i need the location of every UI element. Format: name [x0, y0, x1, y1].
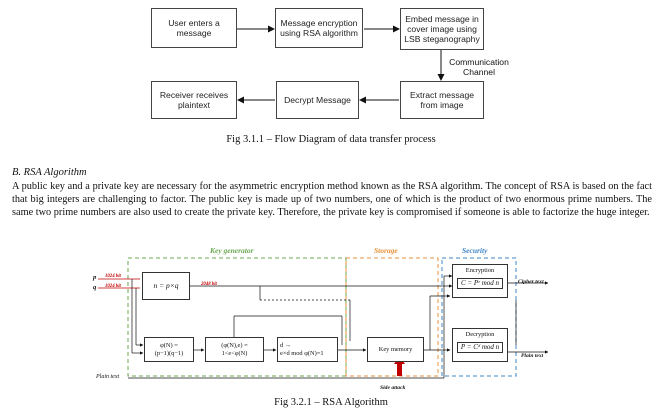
label-p-bits: 1024 bit [105, 274, 121, 279]
flow-box-extract: Extract message from image [400, 81, 484, 119]
phi-line1: φ(N) = [160, 342, 178, 349]
side-attack-arrow [397, 362, 402, 376]
box-d: d → e×d mod φ(N)=1 [277, 337, 338, 362]
label-cipher-text: Cipher text [518, 279, 544, 285]
flow-box-receiver: Receiver receives plaintext [151, 81, 237, 119]
phi-line2: (p−1)(q−1) [154, 349, 184, 357]
e-line1: (φ(N),e) = [221, 342, 248, 349]
label-side-attack: Side attack [380, 385, 406, 391]
box-decryption: Decryption P = Cᵈ mod n [452, 328, 508, 362]
encryption-title: Encryption [465, 267, 495, 274]
flow-label-channel: Communication Channel [449, 57, 509, 77]
key-memory-text: Key memory [378, 345, 413, 353]
label-storage: Storage [374, 246, 398, 255]
decryption-title: Decryption [465, 331, 495, 338]
flow-diagram [237, 25, 445, 104]
label-plain-text-out: Plain text [521, 353, 544, 359]
d-line2: e×d mod φ(N)=1 [280, 349, 324, 357]
flow-caption: Fig 3.1.1 – Flow Diagram of data transfe… [226, 134, 436, 145]
label-q: q [93, 284, 97, 291]
box-encryption: Encryption C = Pᵉ mod n [452, 264, 508, 298]
storage-region [345, 257, 439, 377]
box-key-memory: Key memory [367, 337, 424, 362]
label-plain-text-in: Plain text [96, 374, 120, 380]
box-n-formula: n = p×q [142, 272, 190, 300]
label-n-bits: 2048 bit [201, 282, 217, 287]
rsa-caption: Fig 3.2.1 – RSA Algorithm [274, 397, 388, 408]
label-key-generator: Key generator [210, 246, 254, 255]
section-paragraph: A public key and a private key are neces… [12, 181, 652, 219]
flow-box-decrypt: Decrypt Message [276, 81, 359, 119]
section-heading: B. RSA Algorithm [12, 167, 87, 178]
label-p: p [93, 274, 97, 281]
label-q-bits: 1024 bit [105, 284, 121, 289]
flow-box-embed: Embed message in cover image using LSB s… [400, 8, 484, 50]
n-formula-text: n = p×q [153, 281, 179, 291]
box-e: (φ(N),e) = 1<e<φ(N) [205, 337, 264, 362]
encryption-formula: C = Pᵉ mod n [456, 277, 504, 289]
decryption-formula: P = Cᵈ mod n [456, 341, 504, 353]
e-line2: 1<e<φ(N) [221, 349, 248, 357]
d-line1: d → [280, 342, 292, 349]
box-phi: φ(N) = (p−1)(q−1) [144, 337, 194, 362]
flow-box-user-enters: User enters a message [151, 8, 237, 48]
flow-box-encrypt: Message encryption using RSA algorithm [275, 8, 363, 48]
label-security: Security [462, 246, 488, 255]
